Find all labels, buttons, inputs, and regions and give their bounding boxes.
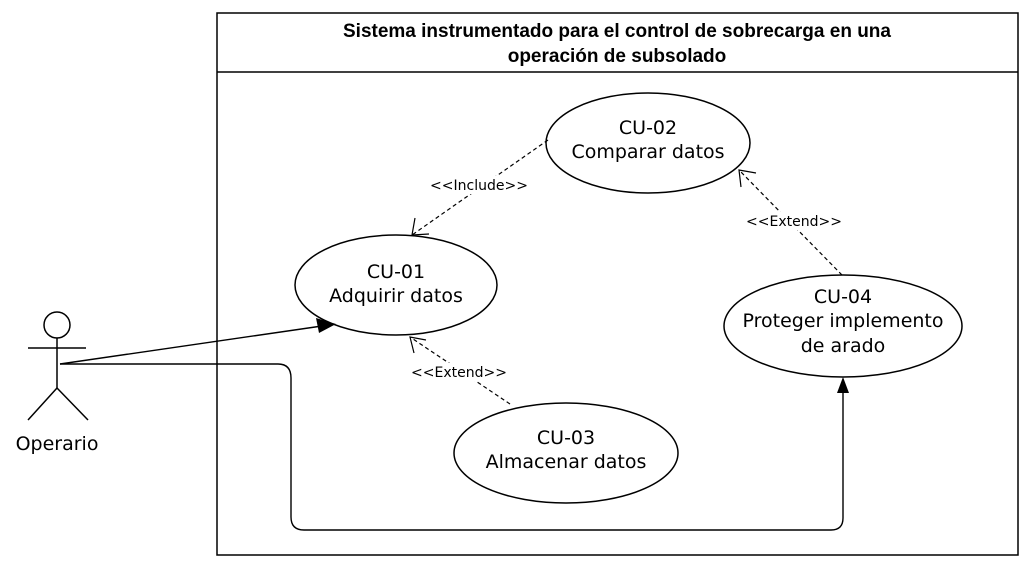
- extend-cu04-label-bg: [735, 212, 853, 230]
- cu04-name-line2: de arado: [801, 335, 886, 357]
- system-title-line1: Sistema instrumentado para el control de…: [343, 21, 891, 42]
- actor-left-leg: [27, 387, 58, 421]
- cu02-id: CU-02: [619, 117, 677, 139]
- cu03-name: Almacenar datos: [486, 451, 647, 473]
- cu04-id: CU-04: [814, 286, 872, 308]
- use-case-cu01[interactable]: [294, 234, 498, 336]
- extend-cu04-arrowhead: [738, 169, 757, 188]
- system-title-line2: operación de subsolado: [508, 46, 727, 67]
- actor-operario[interactable]: [27, 311, 89, 421]
- cu03-id: CU-03: [537, 427, 595, 449]
- cu02-name: Comparar datos: [571, 141, 724, 163]
- use-case-cu02[interactable]: [545, 92, 751, 194]
- include-arrowhead: [411, 217, 430, 236]
- association-operario-cu04: [60, 363, 844, 531]
- cu01-name: Adquirir datos: [329, 285, 463, 307]
- cu01-id: CU-01: [367, 261, 425, 283]
- association-cu04-arrowhead: [837, 377, 849, 393]
- extend-cu03-relation-line: [409, 336, 511, 405]
- association-operario-cu01: [59, 325, 323, 365]
- extend-cu04-label: <<Extend>>: [746, 214, 842, 230]
- actor-right-leg: [56, 387, 89, 421]
- association-cu01-arrowhead: [316, 318, 336, 333]
- use-case-cu03[interactable]: [453, 402, 679, 504]
- cu04-name-line1: Proteger implemento: [742, 310, 943, 332]
- extend-cu03-arrowhead: [409, 336, 427, 354]
- actor-label: Operario: [16, 433, 99, 455]
- include-label-bg: [420, 176, 538, 194]
- extend-cu03-label: <<Extend>>: [411, 365, 507, 381]
- actor-head: [43, 311, 71, 339]
- include-label: <<Include>>: [430, 178, 528, 194]
- extend-cu03-label-bg: [400, 363, 518, 381]
